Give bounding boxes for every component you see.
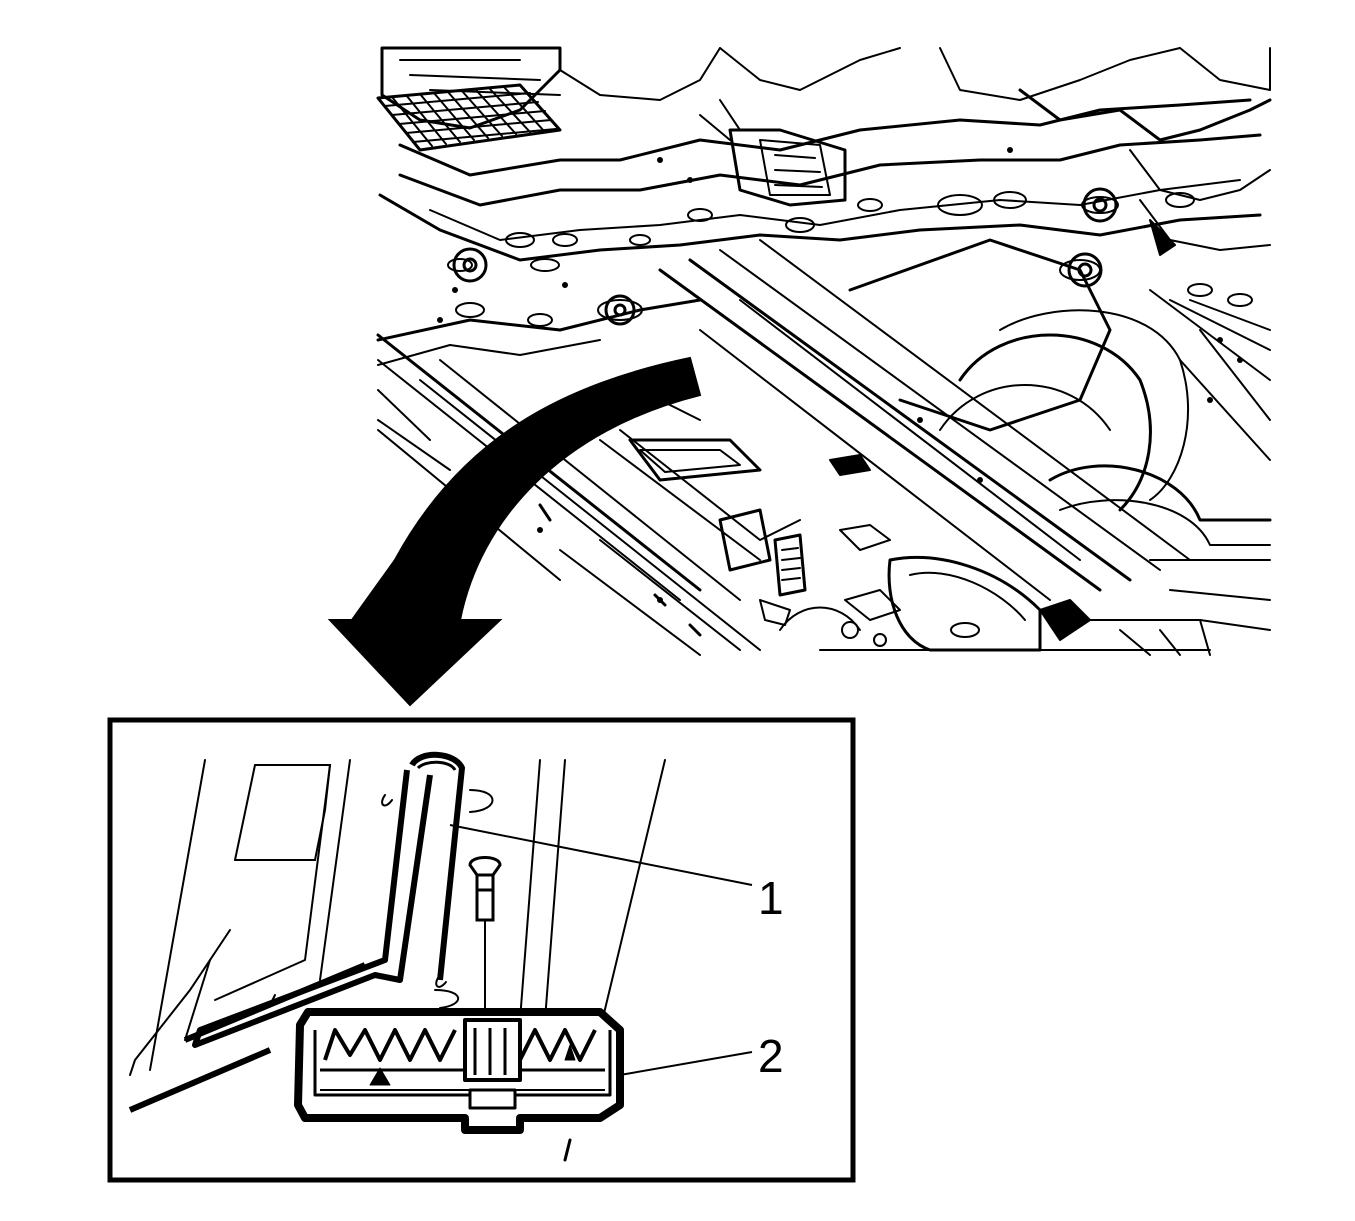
vehicle-underbody-overview	[376, 46, 1272, 656]
push-pin-fastener	[468, 856, 502, 1025]
callout-1: 1	[758, 872, 784, 924]
crossmember-holes	[447, 191, 1253, 327]
detail-inset: 1 2	[107, 717, 856, 1183]
underbody-clips	[718, 454, 901, 647]
callout-2: 2	[758, 1030, 784, 1082]
radiator-grille	[376, 83, 562, 152]
callout-arrow	[327, 356, 702, 707]
leader-line-1	[449, 824, 753, 886]
leader-line-2	[619, 1051, 753, 1076]
underbody-tube	[192, 751, 465, 1048]
rocker-panel-line	[128, 1047, 272, 1113]
clip-retainer	[294, 1008, 624, 1134]
underbody-tunnel	[658, 239, 1191, 601]
